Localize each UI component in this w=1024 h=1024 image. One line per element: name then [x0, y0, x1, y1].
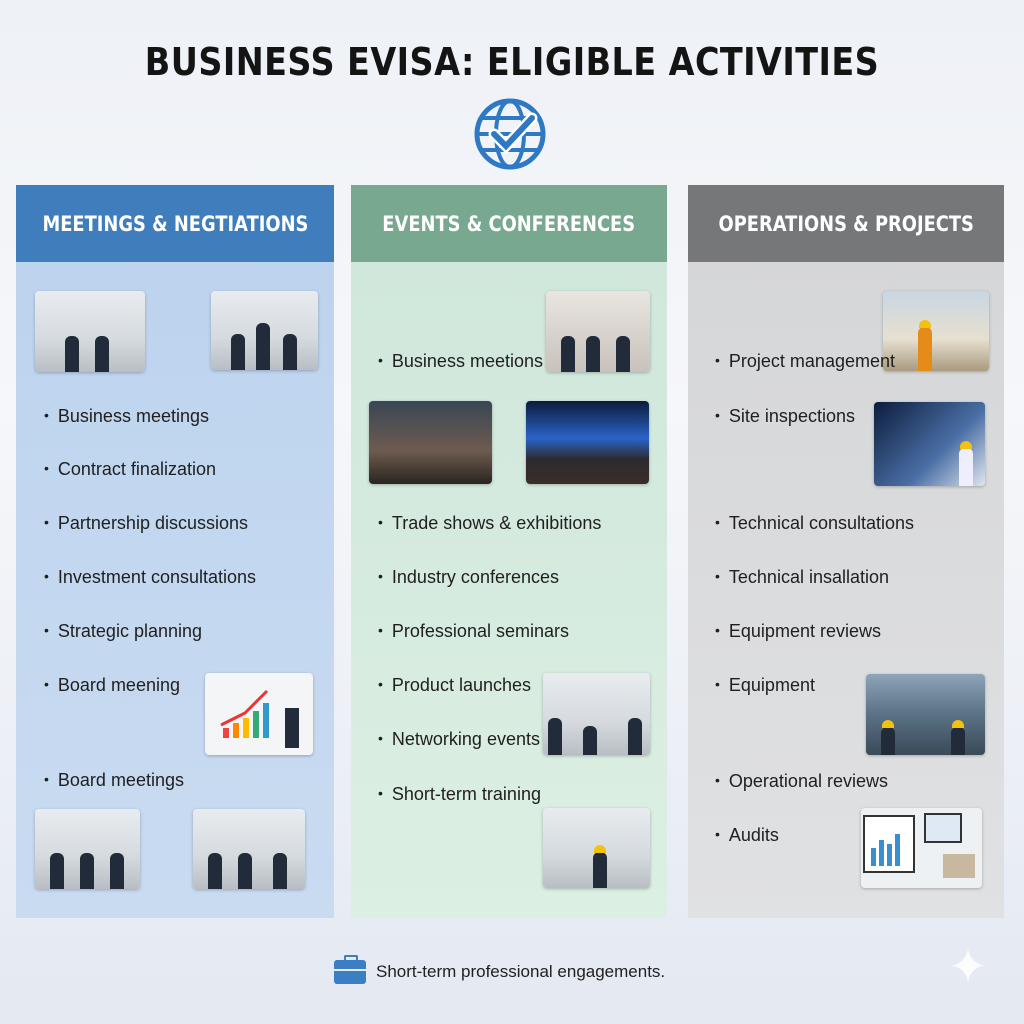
footer-note: Short-term professional engagements.	[334, 955, 666, 984]
globe-check-icon	[474, 98, 546, 170]
networking-photo	[543, 673, 650, 755]
expo-hall-photo	[546, 291, 650, 372]
events-column: EVENTS & CONFERENCES Business meetions T…	[351, 185, 667, 918]
operations-column: OPERATIONS & PROJECTS Project management…	[688, 185, 1004, 918]
operations-header: OPERATIONS & PROJECTS	[688, 185, 1004, 262]
list-item: Contract finalization	[44, 459, 216, 480]
site-inspection-photo	[874, 402, 985, 486]
sparkle-icon: ✦	[947, 941, 989, 994]
training-photo	[543, 808, 650, 888]
conference-table-photo	[193, 809, 305, 889]
list-item: Business meetings	[44, 406, 209, 427]
meetings-column: MEETINGS & NEGTIATIONS Business meetings…	[16, 185, 334, 918]
list-item: Technical insallation	[715, 567, 889, 588]
list-item: Industry conferences	[378, 567, 559, 588]
team-laptop-photo	[211, 291, 318, 370]
events-header: EVENTS & CONFERENCES	[351, 185, 667, 262]
list-item: Technical consultations	[715, 513, 914, 534]
meetings-header: MEETINGS & NEGTIATIONS	[16, 185, 334, 262]
bar-chart-icon	[220, 689, 299, 748]
presentation-chart-photo	[205, 673, 313, 755]
list-item: Board meening	[44, 675, 180, 696]
conference-stage-photo	[526, 401, 649, 484]
list-item: Trade shows & exhibitions	[378, 513, 601, 534]
list-item: Business meetions	[378, 351, 543, 372]
list-item: Equipment reviews	[715, 621, 881, 642]
trade-show-photo	[369, 401, 492, 484]
list-item: Product launches	[378, 675, 531, 696]
list-item: Partnership discussions	[44, 513, 248, 534]
page-title: BUSINESS EVISA: ELIGIBLE ACTIVITIES	[144, 40, 880, 84]
list-item: Board meetings	[44, 770, 184, 791]
list-item: Site inspections	[715, 406, 855, 427]
list-item: Audits	[715, 825, 779, 846]
list-item: Networking events	[378, 729, 540, 750]
dashboard-icon	[863, 813, 975, 878]
list-item: Short-term training	[378, 784, 541, 805]
list-item: Operational reviews	[715, 771, 888, 792]
list-item: Investment consultations	[44, 567, 256, 588]
audit-dashboard-photo	[861, 808, 982, 888]
list-item: Professional seminars	[378, 621, 569, 642]
list-item: Project management	[715, 351, 895, 372]
construction-site-photo	[883, 291, 989, 371]
list-item: Equipment	[715, 675, 815, 696]
list-item: Strategic planning	[44, 621, 202, 642]
footer-text: Short-term professional engagements.	[376, 962, 666, 981]
factory-equipment-photo	[866, 674, 985, 755]
briefcase-icon	[334, 955, 366, 984]
handshake-photo	[35, 291, 145, 372]
boardroom-photo	[35, 809, 140, 889]
